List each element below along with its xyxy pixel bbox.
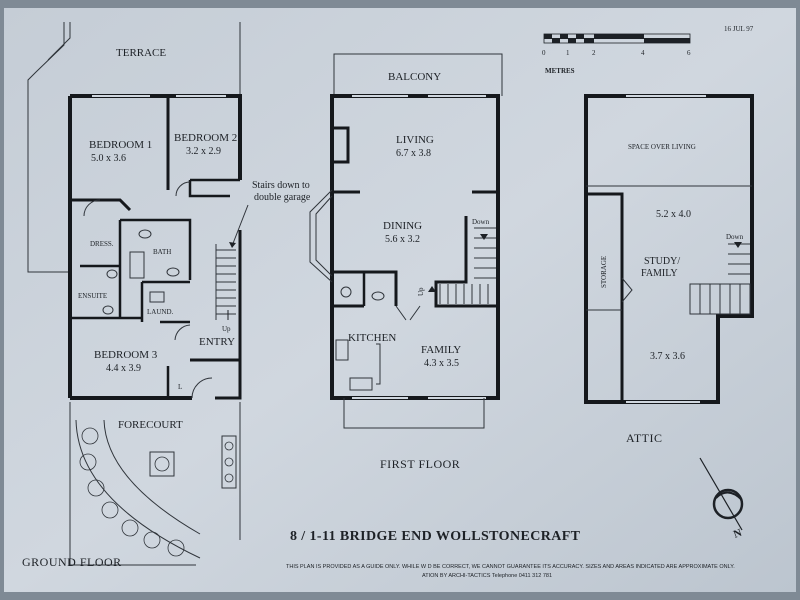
title-ground-floor: GROUND FLOOR <box>22 555 122 569</box>
label-down: Down <box>726 233 744 241</box>
disclaimer-line-2: ATION BY ARCHI-TACTICS Telephone 0411 31… <box>422 573 552 579</box>
label-up: Up <box>417 287 425 296</box>
size-bedroom-1: 5.0 x 3.6 <box>91 153 126 164</box>
label-storage: STORAGE <box>600 256 608 288</box>
label-stairs-note-2: double garage <box>254 192 311 203</box>
disclaimer-line-1: THIS PLAN IS PROVIDED AS A GUIDE ONLY. W… <box>286 564 735 570</box>
label-family: FAMILY <box>421 344 461 356</box>
label-kitchen: KITCHEN <box>348 332 396 344</box>
north-label: N <box>732 527 744 541</box>
size-attic-lower: 3.7 x 3.6 <box>650 351 685 362</box>
scale-tick: 6 <box>687 49 691 57</box>
ground-floor-labels: TERRACE BEDROOM 1 5.0 x 3.6 BEDROOM 2 3.… <box>22 47 311 569</box>
scale-tick: 4 <box>641 49 645 57</box>
scale-tick: 2 <box>592 49 596 57</box>
first-floor-labels: BALCONY LIVING 6.7 x 3.8 DINING 5.6 x 3.… <box>348 71 490 471</box>
label-dress: DRESS. <box>90 240 114 248</box>
scale-tick: 1 <box>566 49 570 57</box>
scale-bar <box>543 33 691 44</box>
first-floor-plan <box>309 53 503 429</box>
label-laund: LAUND. <box>147 308 173 316</box>
address-title: 8 / 1-11 BRIDGE END WOLLSTONECRAFT <box>290 529 581 544</box>
scale-ticks: 0 1 2 4 6 <box>542 49 691 57</box>
label-down: Down <box>472 218 490 226</box>
attic-labels: SPACE OVER LIVING 5.2 x 4.0 Down STUDY/ … <box>600 143 744 445</box>
label-up: Up <box>222 325 231 333</box>
label-space-over-living: SPACE OVER LIVING <box>628 143 696 151</box>
north-arrow <box>699 457 744 531</box>
date-stamp: 16 JUL 97 <box>724 25 754 33</box>
label-lift: L <box>178 383 182 391</box>
attic-plan <box>584 94 754 404</box>
label-ensuite: ENSUITE <box>78 292 107 300</box>
size-dining: 5.6 x 3.2 <box>385 234 420 245</box>
size-family: 4.3 x 3.5 <box>424 358 459 369</box>
label-balcony: BALCONY <box>388 71 441 83</box>
forecourt-planting <box>79 427 234 557</box>
label-bedroom-2: BEDROOM 2 <box>174 132 237 144</box>
label-stairs-note: Stairs down to <box>252 180 310 191</box>
label-bath: BATH <box>153 248 171 256</box>
label-bedroom-1: BEDROOM 1 <box>89 139 152 151</box>
size-living: 6.7 x 3.8 <box>396 148 431 159</box>
paper <box>4 8 796 592</box>
scale-unit: METRES <box>545 67 575 75</box>
title-attic: ATTIC <box>626 431 663 445</box>
title-first-floor: FIRST FLOOR <box>380 457 460 471</box>
size-bedroom-2: 3.2 x 2.9 <box>186 146 221 157</box>
label-forecourt: FORECOURT <box>118 419 183 431</box>
size-study: 5.2 x 4.0 <box>656 209 691 220</box>
label-entry: ENTRY <box>199 336 235 348</box>
ground-floor-plan <box>27 22 249 566</box>
label-study: STUDY/ <box>644 256 680 267</box>
label-bedroom-3: BEDROOM 3 <box>94 349 158 361</box>
scale-tick: 0 <box>542 49 546 57</box>
label-dining: DINING <box>383 220 422 232</box>
label-living: LIVING <box>396 134 434 146</box>
label-family: FAMILY <box>641 268 678 279</box>
label-terrace: TERRACE <box>116 47 166 59</box>
size-bedroom-3: 4.4 x 3.9 <box>106 363 141 374</box>
